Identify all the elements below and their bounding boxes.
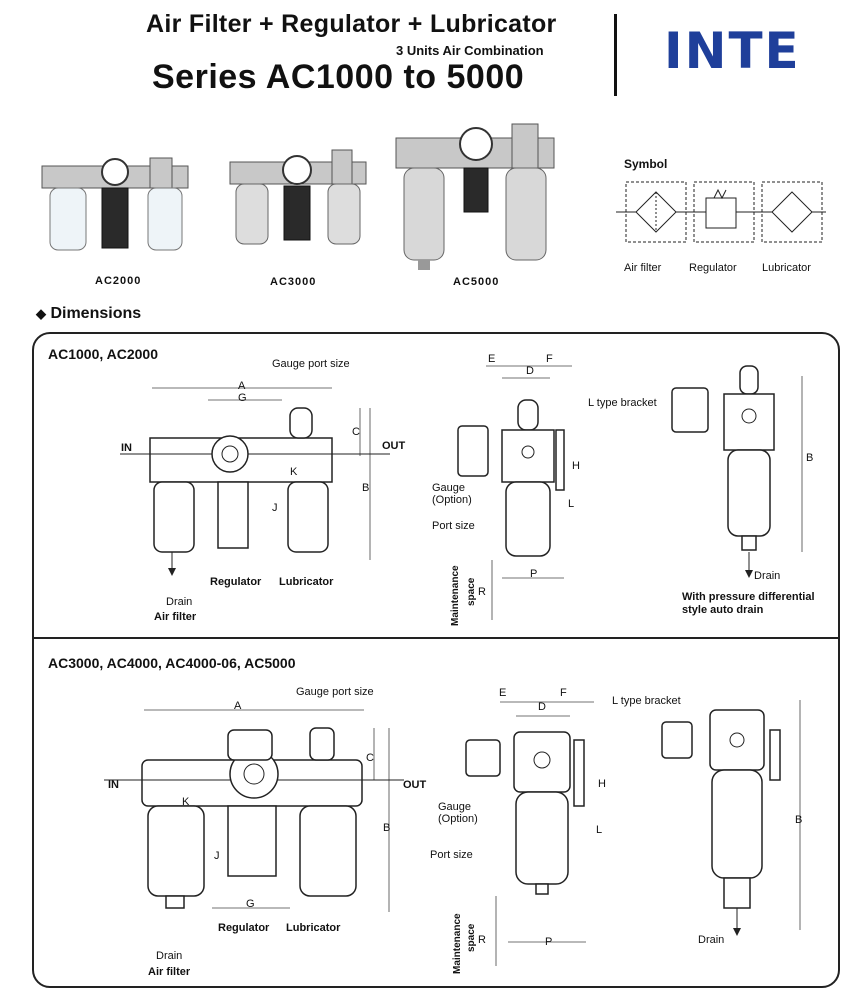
s1-auto-drain-label: Drain: [754, 570, 781, 582]
page-subtitle: 3 Units Air Combination: [396, 43, 544, 58]
section-divider: [33, 637, 839, 639]
s2-dim-l: L: [596, 824, 603, 836]
s1-dim-h: H: [572, 460, 580, 472]
s2-dim-k: K: [182, 796, 190, 808]
product-ac3000-label: AC3000: [270, 276, 317, 288]
s2-dim-h: H: [598, 778, 606, 790]
s1-auto-drain-dim-b: B: [806, 452, 814, 464]
s1-maintenance-label: Maintenance: [450, 565, 461, 626]
s1-out-label: OUT: [382, 440, 406, 452]
dimensions-panel: [32, 332, 840, 988]
s2-gauge-label: Gauge: [438, 801, 472, 813]
s1-lubricator-label: Lubricator: [279, 576, 334, 588]
brand-logo: INTE: [664, 22, 801, 80]
s2-dim-b: B: [383, 822, 391, 834]
product-ac5000-image: [395, 123, 555, 270]
s1-dim-b: B: [362, 482, 370, 494]
s1-dim-a: A: [238, 380, 246, 392]
s2-dim-p: P: [545, 936, 553, 948]
s1-space-label: space: [466, 577, 477, 606]
s1-dim-k: K: [290, 466, 298, 478]
s1-regulator-label: Regulator: [210, 576, 262, 588]
dimensions-heading: ◆ Dimensions: [36, 305, 142, 322]
header-divider: [614, 14, 617, 96]
s1-dim-d: D: [526, 365, 534, 377]
section1-side-drawing: [457, 365, 572, 620]
s2-dim-g: G: [246, 898, 255, 910]
s1-dim-c: C: [352, 426, 360, 438]
s2-in-label: IN: [108, 779, 119, 791]
product-ac5000-label: AC5000: [453, 276, 500, 288]
s1-dim-r: R: [478, 586, 486, 598]
product-ac2000-label: AC2000: [95, 275, 142, 287]
s1-gauge-label: Gauge: [432, 482, 466, 494]
section1-auto-drain-drawing: [671, 365, 803, 578]
s2-air-filter-label: Air filter: [148, 966, 191, 978]
section2-side-drawing: [465, 701, 594, 966]
symbol-title: Symbol: [624, 157, 668, 171]
page-title: Air Filter + Regulator + Lubricator: [146, 10, 557, 38]
symbol-label-air-filter: Air filter: [624, 262, 662, 274]
s2-dim-a: A: [234, 700, 242, 712]
s1-air-filter-label: Air filter: [154, 611, 197, 623]
s2-port-size-label: Port size: [430, 849, 473, 861]
s2-dim-f: F: [560, 687, 567, 699]
section2-front-drawing: [104, 709, 404, 912]
s2-lubricator-label: Lubricator: [286, 922, 341, 934]
s2-dim-d: D: [538, 701, 546, 713]
s2-l-bracket-label: L type bracket: [612, 695, 681, 707]
s2-space-label: space: [466, 923, 477, 952]
section2-auto-drain-drawing: [661, 700, 801, 936]
s2-maintenance-label: Maintenance: [452, 913, 463, 974]
s2-dim-c: C: [366, 752, 374, 764]
product-ac3000-image: [229, 149, 367, 245]
s1-l-bracket-label: L type bracket: [588, 397, 657, 409]
s2-auto-drain-dim-b: B: [795, 814, 803, 826]
symbol-label-regulator: Regulator: [689, 262, 737, 274]
s2-dim-r: R: [478, 934, 486, 946]
series-title: Series AC1000 to 5000: [152, 58, 525, 96]
s1-dim-e: E: [488, 353, 496, 365]
s2-gauge-port: Gauge port size: [296, 686, 374, 698]
s1-auto-drain-text-1: With pressure differential: [682, 591, 815, 603]
s2-out-label: OUT: [403, 779, 427, 791]
diamond-icon: ◆: [36, 306, 46, 321]
product-ac2000-image: [41, 157, 189, 251]
s1-dim-g: G: [238, 392, 247, 404]
s1-dim-l: L: [568, 498, 575, 510]
s1-in-label: IN: [121, 442, 132, 454]
symbol-label-lubricator: Lubricator: [762, 262, 811, 274]
s2-option-label: (Option): [438, 813, 478, 825]
s1-auto-drain-text-2: style auto drain: [682, 604, 764, 616]
s2-regulator-label: Regulator: [218, 922, 270, 934]
section1-title: AC1000, AC2000: [48, 346, 158, 362]
s1-option-label: (Option): [432, 494, 472, 506]
section1-front-drawing: [120, 387, 390, 576]
s1-gauge-port: Gauge port size: [272, 358, 350, 370]
s1-dim-j: J: [272, 502, 278, 514]
s2-dim-e: E: [499, 687, 507, 699]
s2-drain-label: Drain: [156, 950, 183, 962]
section2-title: AC3000, AC4000, AC4000-06, AC5000: [48, 655, 296, 671]
s1-dim-p: P: [530, 568, 538, 580]
s1-port-size-label: Port size: [432, 520, 475, 532]
s1-dim-f: F: [546, 353, 553, 365]
s1-drain-label: Drain: [166, 596, 193, 608]
s2-dim-j: J: [214, 850, 220, 862]
s2-auto-drain-label: Drain: [698, 934, 725, 946]
pneumatic-symbol: [616, 181, 826, 243]
